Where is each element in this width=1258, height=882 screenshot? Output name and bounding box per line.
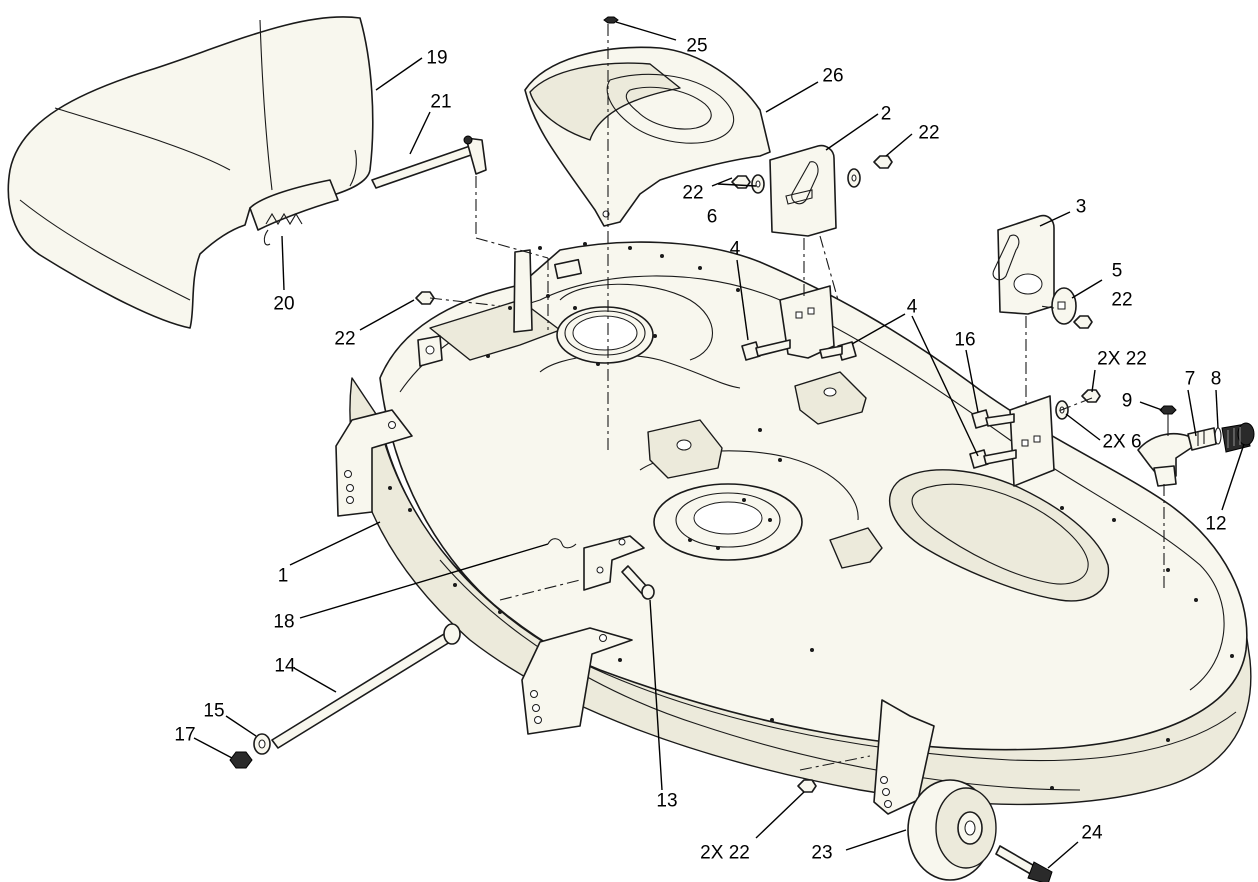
lock-nut [1081,389,1101,403]
callout-8: 8 [1210,368,1222,390]
callout-5: 5 [1111,260,1123,282]
callout-18: 18 [273,611,295,633]
callout-22: 22 [682,182,704,204]
belt-cover [524,46,771,227]
callout-4: 4 [729,238,741,260]
chute-spring [263,212,303,246]
idler-pulley-washer [1051,287,1077,325]
flat-washer [847,168,861,188]
callout-12: 12 [1205,513,1227,535]
hex-bolt [603,16,619,24]
shoulder-bolt [819,341,857,361]
callout-22-qty: 2X 22 [1097,348,1147,370]
callout-17: 17 [174,724,196,746]
clevis-pin [621,565,655,600]
callout-13: 13 [656,790,678,812]
callout-leader-lines [193,21,1245,869]
callout-25: 25 [686,35,708,57]
callout-14: 14 [274,655,296,677]
rod-washer [253,733,271,755]
wash-port-coupler [1221,422,1255,453]
lock-nut [797,779,817,793]
flat-washer [751,174,765,194]
idler-bracket-right [992,214,1055,315]
callout-24: 24 [1081,822,1103,844]
callout-16: 16 [954,329,976,351]
callout-6-qty: 2X 6 [1102,431,1142,453]
callout-2: 2 [880,103,892,125]
discharge-chute [7,16,374,329]
callout-20: 20 [273,293,295,315]
callout-22: 22 [334,328,356,350]
hairpin-cotter [547,538,577,549]
callout-9: 9 [1121,390,1133,412]
lock-nut [1073,315,1093,329]
callout-4: 4 [906,296,918,318]
deck-mounting-holes [388,242,1234,790]
callout-23: 23 [811,842,833,864]
lock-nut [873,155,893,169]
left-front-hanger-bracket [521,627,633,735]
shoulder-bolt-16 [971,409,1015,429]
left-rear-hanger-bracket [335,409,413,517]
callout-26: 26 [822,65,844,87]
callout-22: 22 [918,122,940,144]
wash-port-elbow [1137,432,1195,487]
lift-link-bracket [583,535,645,591]
right-front-hanger-bracket [873,699,935,815]
callout-22: 22 [1111,289,1133,311]
wheel-shoulder-bolt [995,845,1053,882]
callout-7: 7 [1184,368,1196,390]
lift-rod [271,623,461,749]
callout-3: 3 [1075,196,1087,218]
anti-scalp-wheel [907,779,997,881]
mount-bracket-front [1009,395,1055,487]
callout-21: 21 [430,91,452,113]
idler-bracket-left [769,144,837,237]
callout-22-qty: 2X 22 [700,842,750,864]
o-ring [1214,427,1222,445]
callout-6: 6 [706,206,718,228]
callout-19: 19 [426,47,448,69]
assembly-center-lines [429,24,1165,771]
callout-1: 1 [277,565,289,587]
rod-nut [229,751,253,769]
callout-15: 15 [203,700,225,722]
wash-port-fitting [1187,427,1217,451]
shoulder-bolt [969,449,1017,469]
shoulder-bolt [741,339,791,361]
chute-pivot-rod [371,135,487,189]
wash-port-screw [1159,405,1177,436]
